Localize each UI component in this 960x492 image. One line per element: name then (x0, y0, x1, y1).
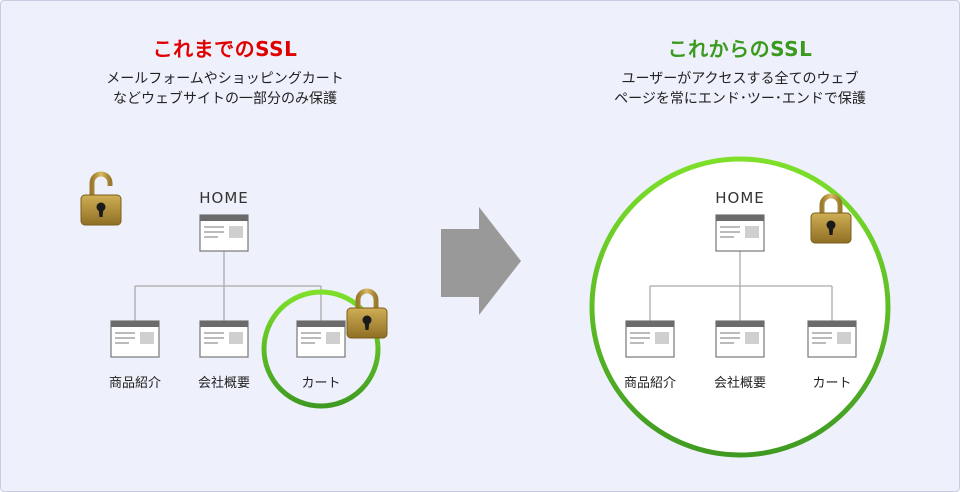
left-cart-webpage-icon (296, 320, 346, 358)
left-protection-ring (261, 289, 381, 409)
left-home-label: HOME (199, 189, 249, 207)
right-node-label-company: 会社概要 (713, 376, 766, 391)
right-cart-webpage-icon (807, 320, 857, 358)
right-description: ユーザーがアクセスする全てのウェブ ページを常にエンド･ツー･エンドで保護 (530, 69, 950, 109)
right-company-webpage-icon (715, 320, 765, 358)
right-title: これからのSSL (530, 33, 950, 62)
right-product-webpage-icon (625, 320, 675, 358)
left-title-text: これまでのSSL (152, 37, 298, 61)
left-tree-connectors (134, 251, 322, 321)
right-desc-line-2: ページを常にエンド･ツー･エンドで保護 (614, 91, 866, 107)
padlock-icon (347, 291, 387, 338)
right-home-webpage-icon (715, 214, 765, 252)
right-node-label-product: 商品紹介 (623, 376, 676, 391)
right-node-label-cart: カート (812, 376, 852, 391)
left-description: メールフォームやショッピングカート などウェブサイトの一部分のみ保護 (15, 69, 435, 109)
left-title: これまでのSSL (15, 33, 435, 62)
right-desc-line-1: ユーザーがアクセスする全てのウェブ (621, 71, 859, 87)
left-product-webpage-icon (110, 320, 160, 358)
right-title-text: これからのSSL (667, 37, 813, 61)
left-node-label-company: 会社概要 (197, 376, 250, 391)
left-desc-line-1: メールフォームやショッピングカート (106, 71, 344, 87)
left-home-webpage-icon (199, 214, 249, 252)
right-tree-connectors (649, 251, 833, 321)
left-company-webpage-icon (199, 320, 249, 358)
arrow-right-icon (441, 207, 521, 315)
left-node-label-cart: カート (301, 376, 341, 391)
left-node-label-product: 商品紹介 (108, 376, 161, 391)
right-home-label: HOME (715, 189, 765, 207)
left-desc-line-2: などウェブサイトの一部分のみ保護 (113, 91, 337, 107)
unlocked-padlock-icon (81, 174, 121, 225)
